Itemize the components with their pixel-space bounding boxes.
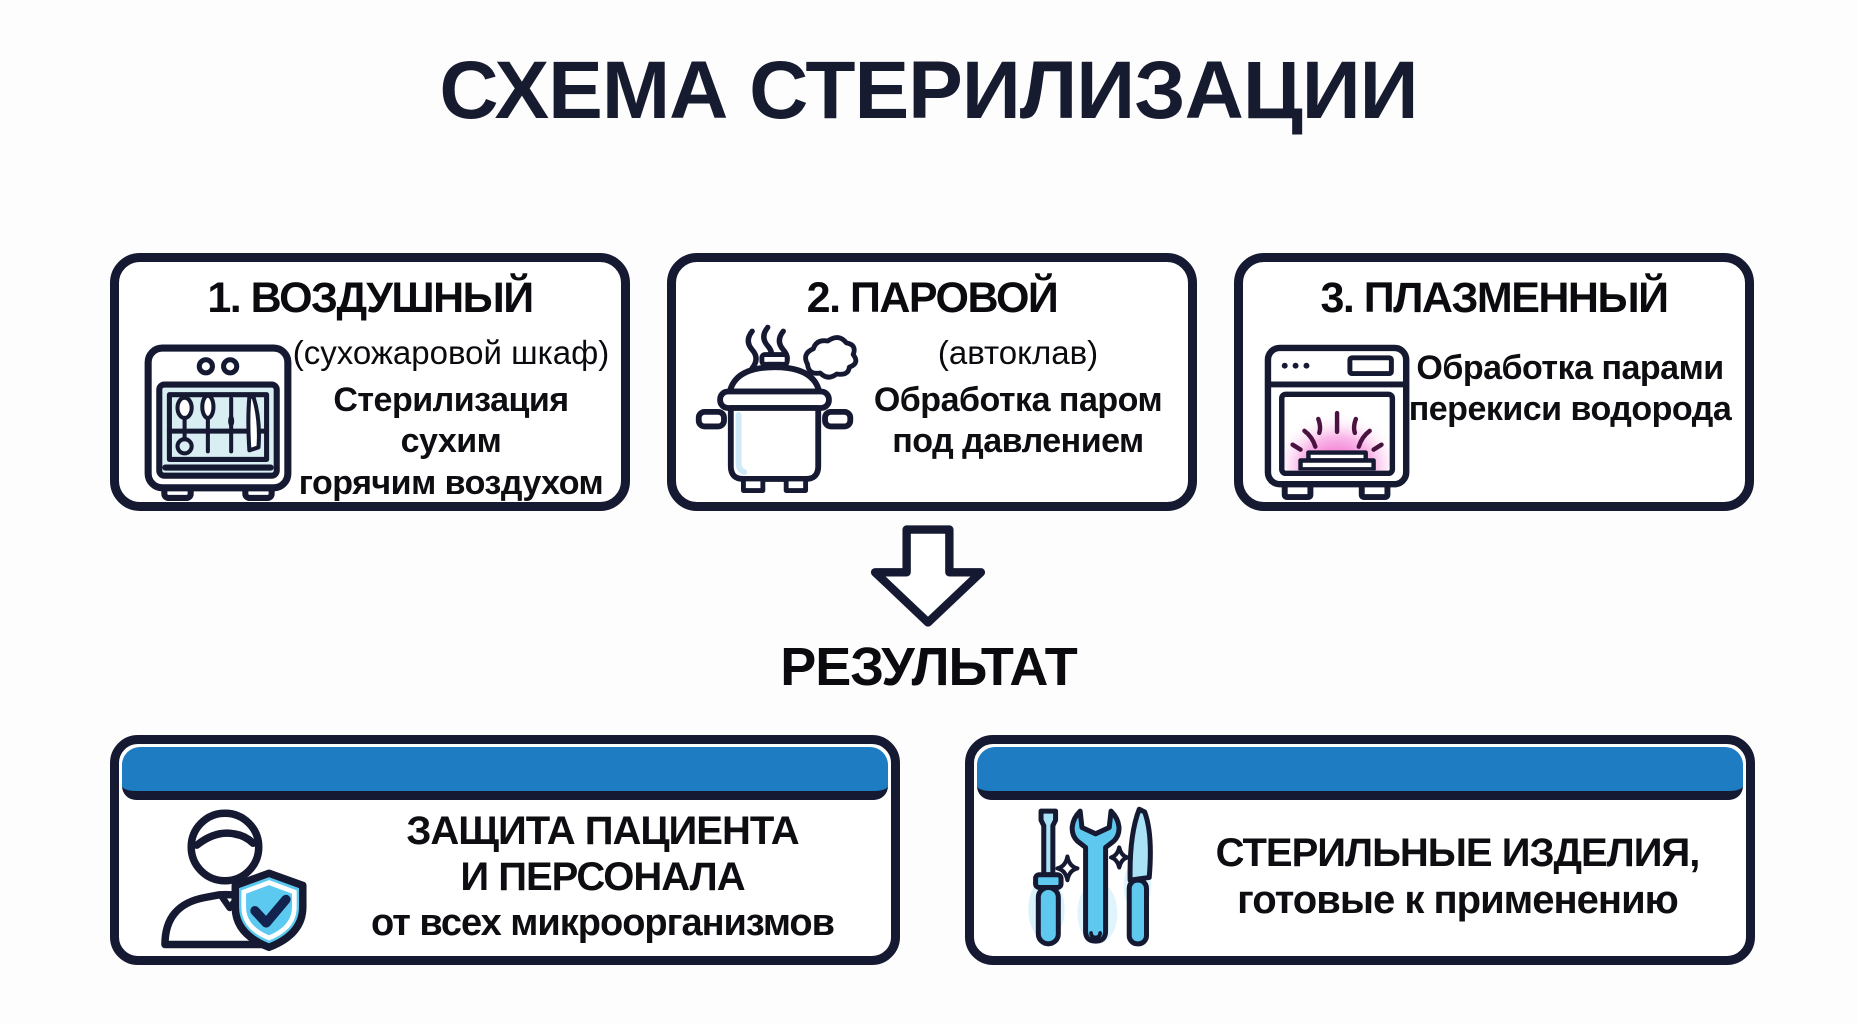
autoclave-steam-pot-icon (690, 320, 860, 496)
outcome-protection-line3: от всех микроорганизмов (370, 901, 835, 944)
method-heading-steam: 2. ПАРОВОЙ (806, 274, 1059, 322)
outcome-header-bar (977, 747, 1743, 800)
method-desc-plasma-line1: Обработка парами (1416, 349, 1724, 387)
method-desc-plasma-line2: перекиси водорода (1408, 390, 1732, 429)
methods-row: 1. ВОЗДУШНЫЙ (110, 253, 1754, 511)
outcome-protection-line2: И ПЕРСОНАЛА (460, 855, 745, 900)
method-box-steam: 2. ПАРОВОЙ (667, 253, 1197, 511)
method-text-steam: (автоклав) Обработка паром под давлением (858, 334, 1178, 463)
method-heading-plasma: 3. ПЛАЗМЕННЫЙ (1320, 274, 1670, 322)
method-subheading-steam: (автоклав) (937, 334, 1099, 371)
method-text-air: (сухожаровой шкаф) Стерилизация сухим го… (291, 334, 611, 504)
method-box-plasma: 3. ПЛАЗМЕННЫЙ (1234, 253, 1754, 511)
outcome-body-sterile: СТЕРИЛЬНЫЕ ИЗДЕЛИЯ, готовые к применению (974, 800, 1746, 953)
method-text-plasma: Обработка парами перекиси водорода (1405, 348, 1735, 431)
method-desc-steam-line1: Обработка паром (873, 380, 1163, 419)
outcome-text-sterile: СТЕРИЛЬНЫЕ ИЗДЕЛИЯ, готовые к применению (1199, 830, 1746, 923)
page-title: СХЕМА СТЕРИЛИЗАЦИИ (439, 45, 1418, 136)
sterile-instruments-icon (974, 802, 1199, 952)
method-box-air: 1. ВОЗДУШНЫЙ (110, 253, 630, 511)
method-desc-air-line1: Стерилизация сухим (333, 380, 569, 461)
outcome-box-protection: ЗАЩИТА ПАЦИЕНТА И ПЕРСОНАЛА от всех микр… (110, 735, 900, 965)
outcome-text-protection: ЗАЩИТА ПАЦИЕНТА И ПЕРСОНАЛА от всех микр… (344, 808, 891, 945)
dry-heat-cabinet-icon (133, 340, 303, 504)
patient-shield-icon (119, 802, 344, 952)
outcome-body-protection: ЗАЩИТА ПАЦИЕНТА И ПЕРСОНАЛА от всех микр… (119, 800, 891, 953)
result-title: РЕЗУЛЬТАТ (780, 637, 1077, 697)
outcomes-row: ЗАЩИТА ПАЦИЕНТА И ПЕРСОНАЛА от всех микр… (110, 735, 1755, 965)
outcome-sterile-line2: готовые к применению (1237, 877, 1679, 922)
down-arrow-icon (866, 524, 990, 628)
method-heading-air: 1. ВОЗДУШНЫЙ (207, 274, 534, 322)
method-desc-air-line2: горячим воздухом (298, 463, 604, 502)
outcome-box-sterile-products: СТЕРИЛЬНЫЕ ИЗДЕЛИЯ, готовые к применению (965, 735, 1755, 965)
outcome-sterile-line1: СТЕРИЛЬНЫЕ ИЗДЕЛИЯ, (1215, 831, 1701, 876)
method-subheading-air: (сухожаровой шкаф) (292, 334, 610, 371)
plasma-sterilizer-icon (1257, 338, 1427, 502)
outcome-header-bar (122, 747, 888, 800)
outcome-protection-line1: ЗАЩИТА ПАЦИЕНТА (406, 809, 799, 854)
method-desc-steam-line2: под давлением (892, 422, 1144, 461)
